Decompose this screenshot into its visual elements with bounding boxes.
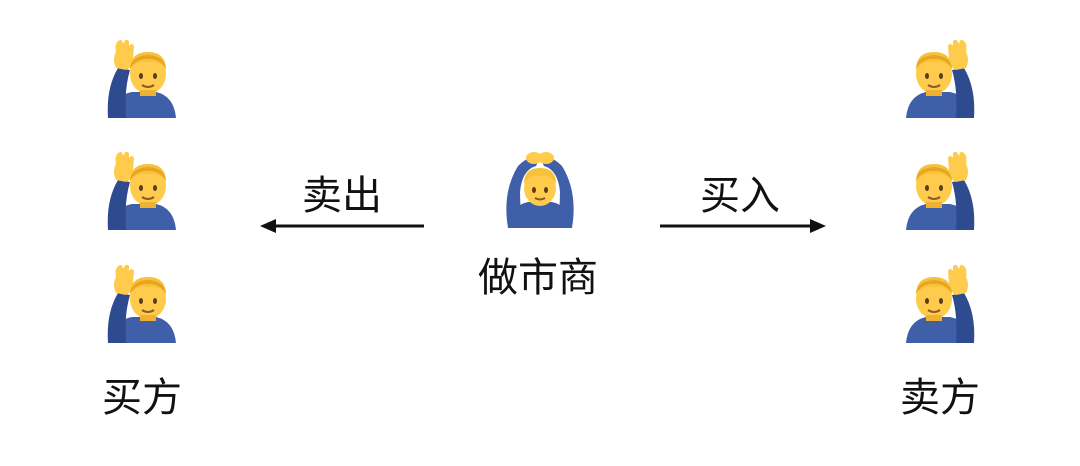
buyer-person-icon (106, 263, 177, 344)
buyers-label: 买方 (102, 375, 182, 421)
buy-arrow (660, 219, 826, 233)
buy-arrow-label: 买入 (700, 173, 780, 219)
buyer-person-icon (106, 38, 177, 119)
market-maker-icon (505, 151, 575, 229)
buyer-person-icon (106, 150, 177, 231)
market-maker-label: 做市商 (478, 255, 598, 301)
sell-arrow (260, 219, 424, 233)
seller-person-icon (902, 263, 978, 345)
seller-person-icon (902, 38, 978, 120)
sellers-label: 卖方 (900, 375, 980, 421)
seller-person-icon (902, 150, 978, 232)
sell-arrow-label: 卖出 (302, 173, 382, 219)
